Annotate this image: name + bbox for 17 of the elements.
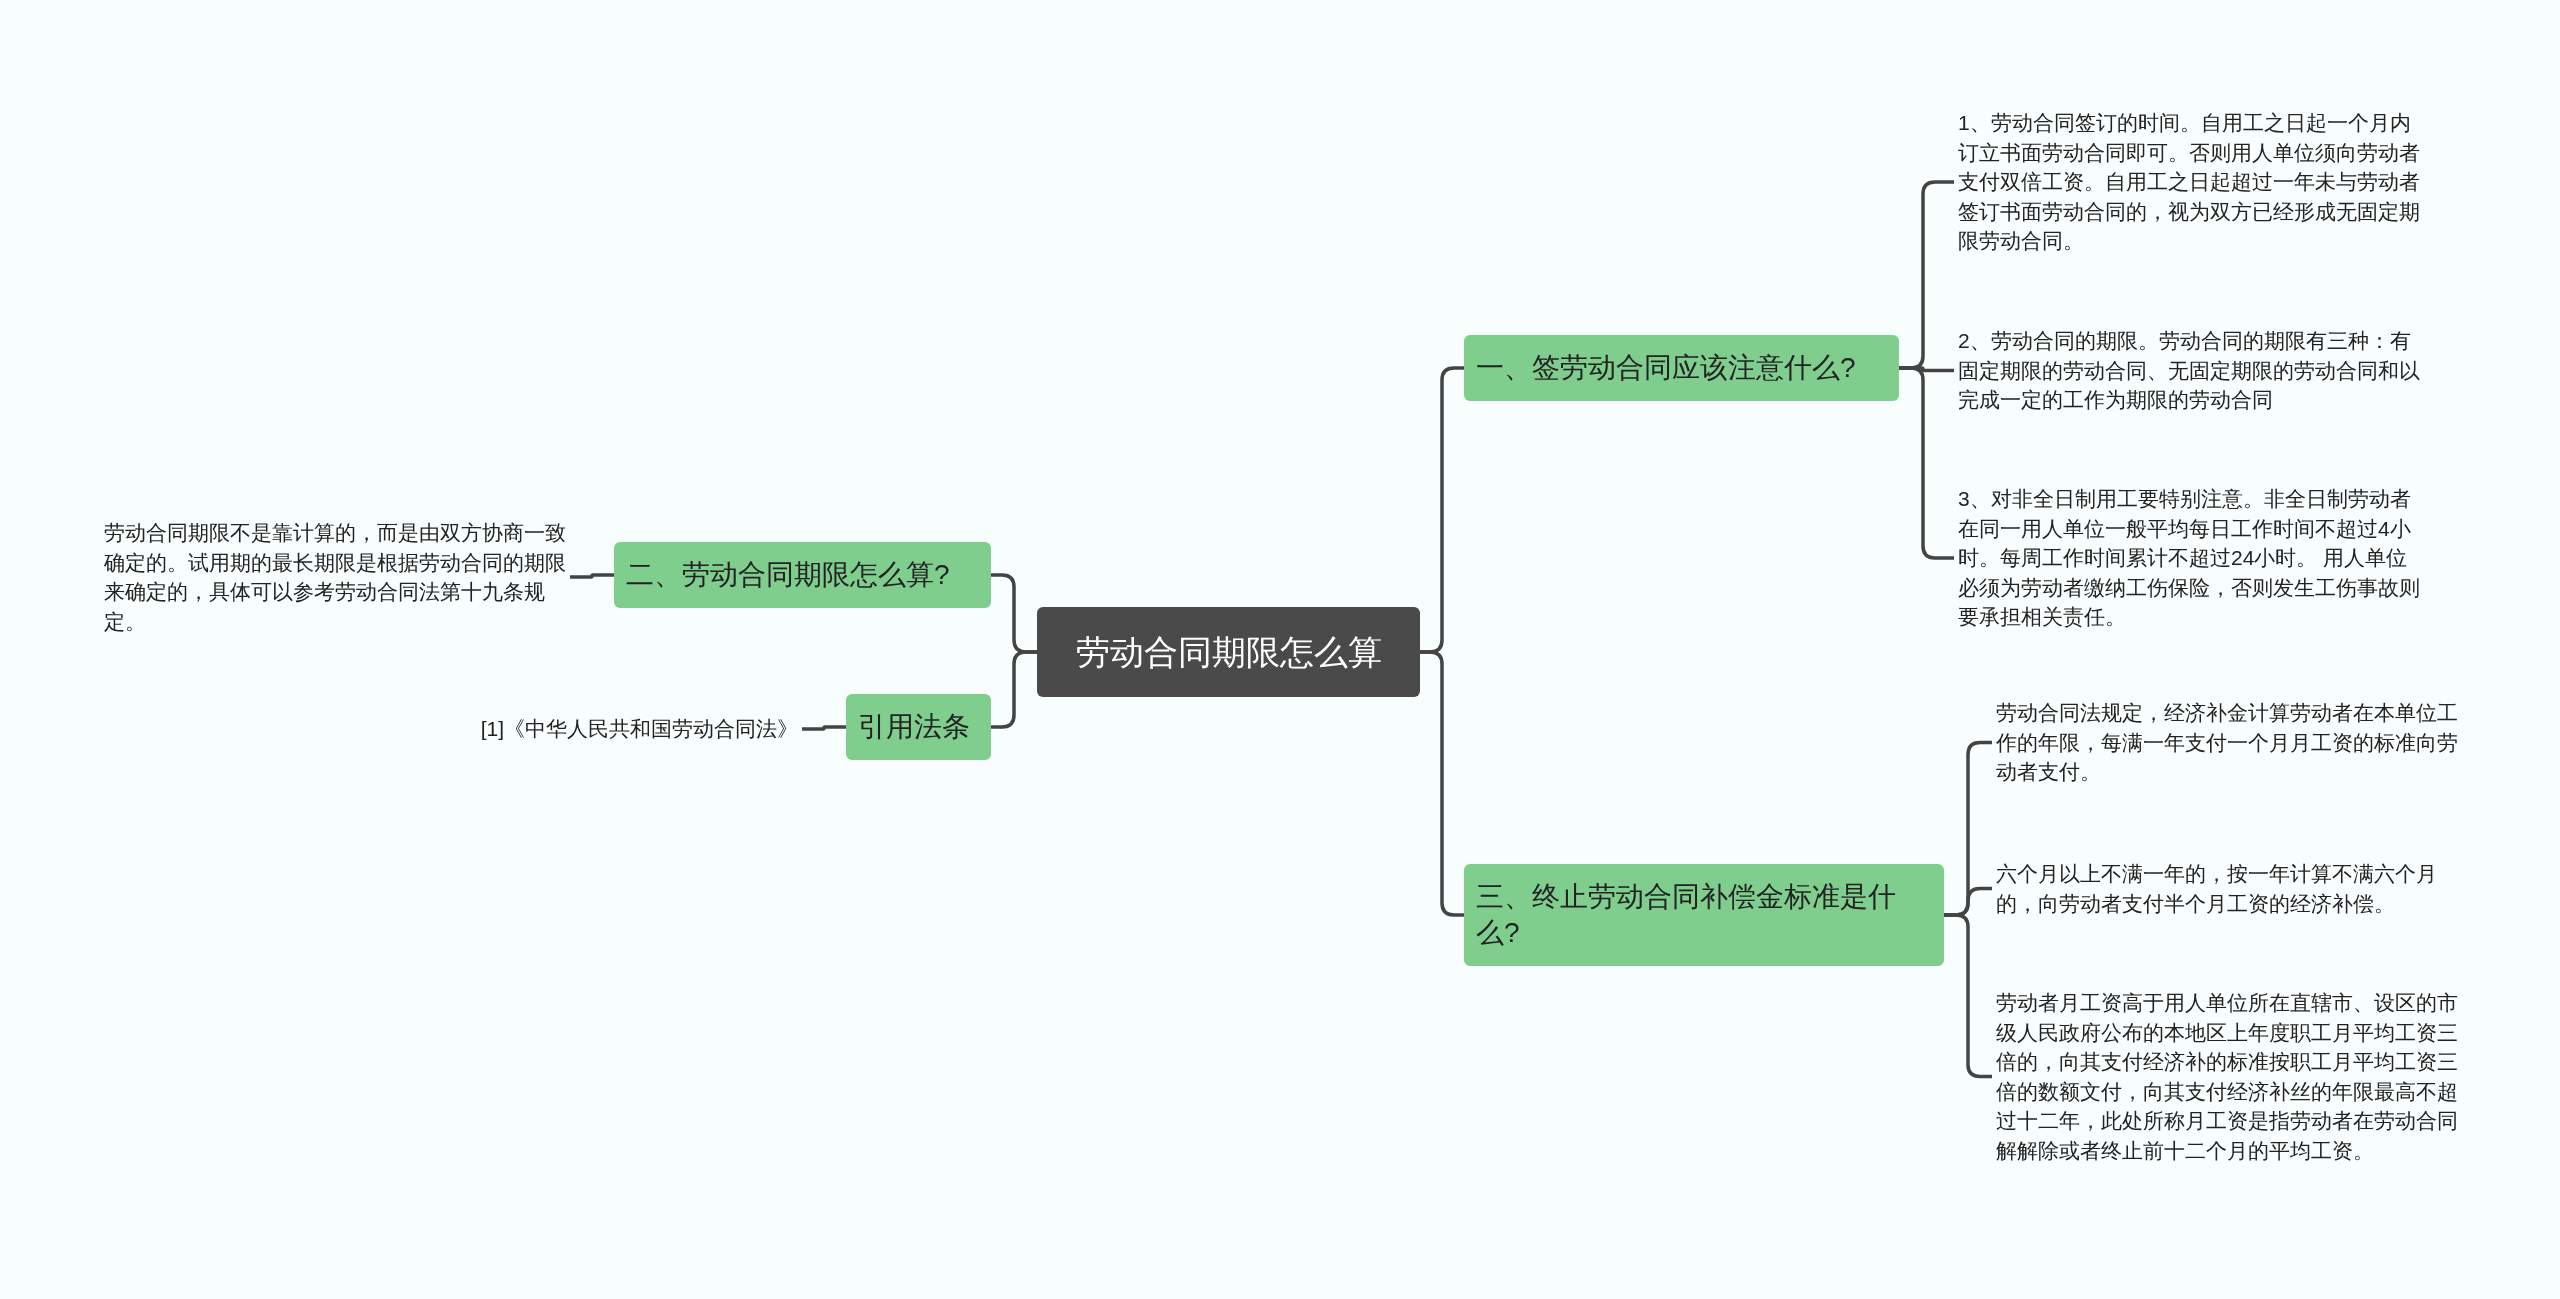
connector-line — [991, 650, 1037, 729]
topic-box: 二、劳动合同期限怎么算? — [614, 542, 991, 608]
connector-line — [570, 573, 614, 579]
connector-line — [1420, 650, 1464, 917]
note-text: 六个月以上不满一年的，按一年计算不满六个月的，向劳动者支付半个月工资的经济补偿。 — [1992, 855, 2472, 922]
note-text: 劳动合同法规定，经济补金计算劳动者在本单位工作的年限，每满一年支付一个月月工资的标准向劳动者支付。 — [1992, 694, 2472, 791]
note-text: [1]《中华人民共和国劳动合同法》 — [430, 710, 802, 748]
topic-box: 一、签劳动合同应该注意什么? — [1464, 335, 1899, 401]
topic-box: 引用法条 — [846, 694, 991, 760]
note-text: 3、对非全日制用工要特别注意。非全日制劳动者在同一用人单位一般平均每日工作时间不超过4小时。每周工作时间累计不超过24小时。 用人单位必须为劳动者缴纳工伤保险，否则发生工伤事故则要承担相关责任。 — [1954, 480, 2424, 636]
central-topic: 劳动合同期限怎么算 — [1037, 607, 1420, 697]
note-text: 2、劳动合同的期限。劳动合同的期限有三种：有固定期限的劳动合同、无固定期限的劳动合同和以完成一定的工作为期限的劳动合同 — [1954, 322, 2424, 419]
note-text: 劳动合同期限不是靠计算的，而是由双方协商一致确定的。试用期的最长期限是根据劳动合同的期限来确定的，具体可以参考劳动合同法第十九条规定。 — [100, 514, 570, 640]
connector-line — [802, 725, 846, 731]
note-text: 1、劳动合同签订的时间。自用工之日起一个月内订立书面劳动合同即可。否则用人单位须向劳动者支付双倍工资。自用工之日起超过一年未与劳动者签订书面劳动合同的，视为双方已经形成无固定期限劳动合同。 — [1954, 104, 2424, 260]
note-text: 劳动者月工资高于用人单位所在直辖市、设区的市级人民政府公布的本地区上年度职工月平均工资三倍的，向其支付经济补的标准按职工月平均工资三倍的数额文付，向其支付经济补丝的年限最高不超过十二年，此处所称月工资是指劳动者在劳动合同解解除或者终止前十二个月的平均工资。 — [1992, 984, 2472, 1169]
topic-box: 三、终止劳动合同补偿金标准是什么? — [1464, 864, 1944, 966]
